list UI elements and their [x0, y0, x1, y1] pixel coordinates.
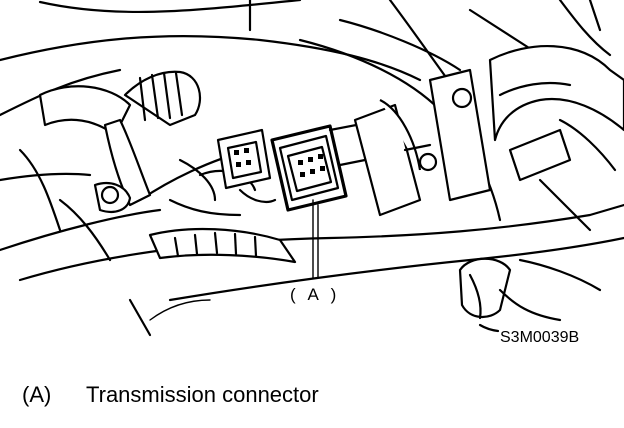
lower-hoses [128, 257, 602, 337]
hose-assembly [18, 70, 202, 262]
legend-caption: (A) Transmission connector [22, 382, 319, 408]
transmission-connector [270, 120, 377, 212]
figure-code: S3M0039B [500, 329, 580, 346]
mounting-bracket [353, 68, 492, 217]
callout-leader [312, 199, 319, 279]
caption-key: (A) [22, 382, 52, 407]
caption-text: Transmission connector [86, 382, 319, 407]
right-hose [488, 45, 624, 232]
wire-harness [148, 158, 297, 264]
small-connector [216, 128, 272, 190]
callout-label-a: ( A ) [290, 285, 341, 304]
